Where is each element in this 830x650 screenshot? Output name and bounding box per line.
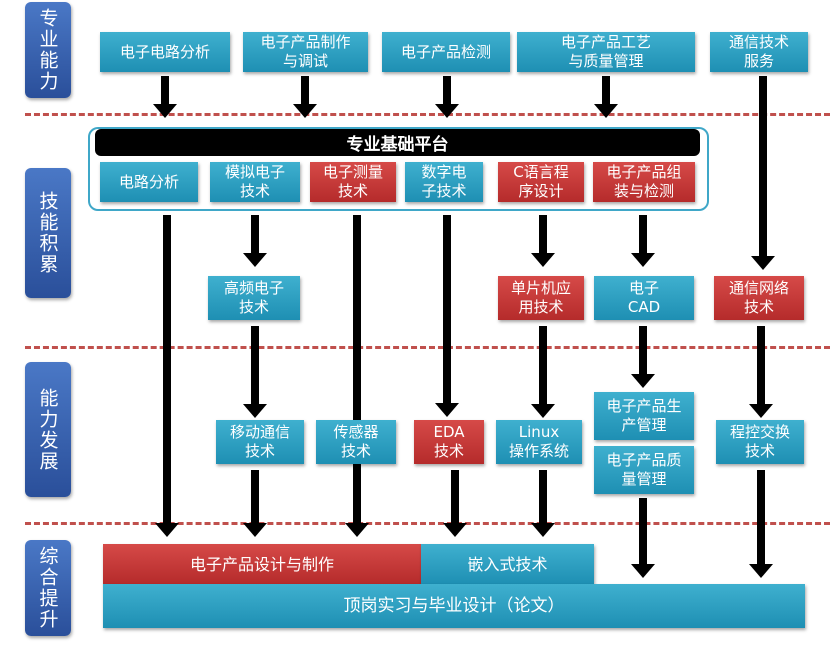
node-mobile-comm: 移动通信 技术 [216, 420, 304, 464]
side-label-comprehensive-improvement: 综合提升 [25, 540, 71, 636]
arrow-down [628, 326, 658, 388]
arrow-down [342, 215, 372, 537]
divider-line [25, 113, 830, 116]
node-quality-management: 电子产品质 量管理 [594, 446, 694, 494]
node-assembly-inspection: 电子产品组 装与检测 [593, 162, 695, 202]
arrow-down [528, 470, 558, 537]
node-program-switching: 程控交换 技术 [716, 420, 804, 464]
platform-title: 专业基础平台 [95, 129, 700, 156]
node-product-inspection: 电子产品检测 [382, 32, 510, 72]
arrow-down [290, 76, 320, 118]
node-process-quality: 电子产品工艺 与质量管理 [517, 32, 695, 72]
node-production-debug: 电子产品制作 与调试 [243, 32, 368, 72]
side-label-skill-accumulation: 技能积累 [25, 168, 71, 298]
arrow-down [528, 215, 558, 267]
node-high-frequency: 高频电子 技术 [208, 276, 300, 320]
node-embedded: 嵌入式技术 [421, 544, 594, 584]
node-mcu-application: 单片机应 用技术 [498, 276, 584, 320]
divider-line [25, 346, 830, 349]
node-electronic-cad: 电子 CAD [594, 276, 694, 320]
arrow-down [746, 326, 776, 418]
arrow-down [432, 215, 462, 417]
arrow-down [240, 326, 270, 418]
arrow-down [628, 215, 658, 267]
node-internship-thesis: 顶岗实习与毕业设计（论文） [103, 584, 805, 628]
node-circuit-analysis: 电路分析 [100, 162, 198, 202]
node-comm-network: 通信网络 技术 [714, 276, 804, 320]
arrow-down [150, 76, 180, 118]
node-sensor: 传感器 技术 [316, 420, 396, 464]
arrow-down [432, 76, 462, 118]
node-linux: Linux 操作系统 [496, 420, 582, 464]
node-circuit-analysis-ability: 电子电路分析 [100, 32, 230, 72]
side-label-professional-ability: 专业能力 [25, 2, 71, 98]
arrow-down [628, 498, 658, 578]
side-label-ability-development: 能力发展 [25, 362, 71, 497]
node-production-management: 电子产品生 产管理 [594, 392, 694, 440]
arrow-down [240, 470, 270, 537]
node-electronic-measurement: 电子测量 技术 [310, 162, 396, 202]
arrow-down [152, 215, 182, 537]
node-eda: EDA 技术 [414, 420, 484, 464]
divider-line [25, 522, 830, 525]
arrow-down [240, 215, 270, 267]
arrow-down [440, 470, 470, 537]
node-digital-electronics: 数字电 子技术 [405, 162, 483, 202]
arrow-down [528, 326, 558, 418]
arrow-down [748, 76, 778, 270]
arrow-down [591, 76, 621, 118]
node-analog-electronics: 模拟电子 技术 [210, 162, 300, 202]
node-c-programming: C语言程 序设计 [498, 162, 584, 202]
arrow-down [746, 470, 776, 578]
node-comm-service: 通信技术 服务 [710, 32, 808, 72]
node-product-design: 电子产品设计与制作 [103, 544, 421, 584]
